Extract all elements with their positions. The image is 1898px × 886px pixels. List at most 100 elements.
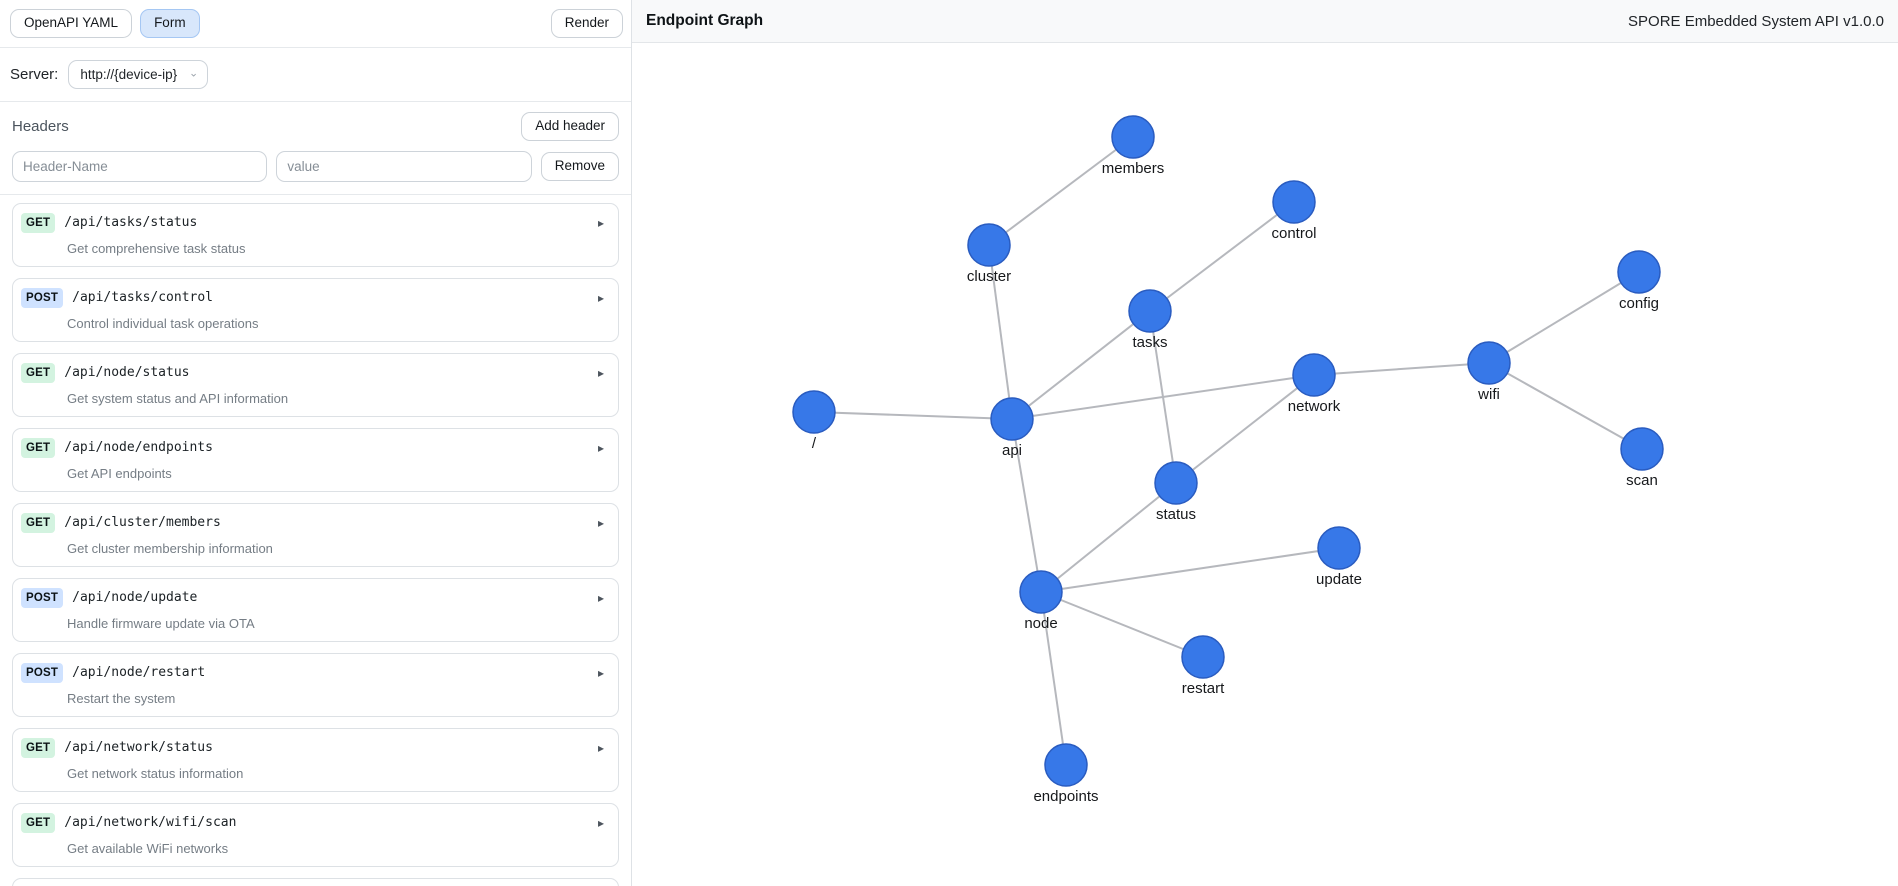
node-circle[interactable] bbox=[1111, 115, 1155, 159]
graph-node-cluster[interactable]: cluster bbox=[967, 223, 1011, 285]
method-badge: GET bbox=[21, 737, 56, 758]
graph-edge-wifi-scan bbox=[1488, 362, 1643, 450]
endpoint-row[interactable]: GET/api/network/wifi/scan▸Get available … bbox=[12, 802, 619, 867]
expand-arrow-icon[interactable]: ▸ bbox=[597, 515, 604, 530]
endpoint-path: /api/node/status bbox=[64, 365, 190, 381]
graph-edge-members-cluster bbox=[988, 136, 1134, 246]
graph-edge-network-status bbox=[1175, 374, 1315, 484]
expand-arrow-icon[interactable]: ▸ bbox=[597, 590, 604, 605]
graph-edge-api-network bbox=[1011, 374, 1315, 420]
endpoint-path: /api/cluster/members bbox=[64, 515, 221, 531]
method-badge: GET bbox=[21, 362, 56, 383]
graph-node-slash[interactable]: / bbox=[792, 390, 836, 452]
endpoint-row-header: GET/api/node/status ▸ bbox=[21, 362, 608, 383]
node-circle[interactable] bbox=[1044, 743, 1088, 787]
node-label: node bbox=[1024, 615, 1057, 632]
server-select-value: http://{device-ip} bbox=[80, 66, 178, 82]
node-circle[interactable] bbox=[967, 223, 1011, 267]
endpoint-row-header: POST/api/node/update▸ bbox=[21, 587, 608, 608]
form-tab-button[interactable]: Form bbox=[140, 9, 200, 38]
node-circle[interactable] bbox=[1272, 180, 1316, 224]
openapi-yaml-tab-button[interactable]: OpenAPI YAML bbox=[10, 9, 133, 38]
endpoint-description: Get comprehensive task status bbox=[67, 240, 246, 256]
node-label: members bbox=[1102, 160, 1165, 177]
endpoint-row[interactable]: GET/api/node/status▸Get system status an… bbox=[12, 352, 619, 417]
node-label: api bbox=[1002, 442, 1022, 459]
node-label: update bbox=[1316, 571, 1362, 588]
endpoint-graph-panel: Endpoint Graph SPORE Embedded System API… bbox=[632, 0, 1898, 886]
expand-arrow-icon[interactable]: ▸ bbox=[597, 815, 604, 830]
chevron-down-icon: ⌄ bbox=[188, 67, 199, 80]
render-button[interactable]: Render bbox=[550, 9, 623, 38]
expand-arrow-icon[interactable]: ▸ bbox=[597, 290, 604, 305]
graph-node-network[interactable]: network bbox=[1288, 353, 1341, 415]
graph-node-restart[interactable]: restart bbox=[1181, 635, 1225, 697]
endpoint-path: /api/tasks/status bbox=[64, 215, 198, 231]
endpoint-description: Handle firmware update via OTA bbox=[67, 615, 255, 631]
node-label: restart bbox=[1182, 680, 1225, 697]
endpoint-row-header: GET/api/node/endpoints▸ bbox=[21, 437, 608, 458]
node-circle[interactable] bbox=[1154, 461, 1198, 505]
expand-arrow-icon[interactable]: ▸ bbox=[597, 365, 604, 380]
server-select[interactable]: http://{device-ip} ⌄ bbox=[68, 59, 209, 89]
graph-node-update[interactable]: update bbox=[1316, 526, 1362, 588]
node-label: / bbox=[812, 435, 817, 452]
add-header-button[interactable]: Add header bbox=[521, 111, 619, 141]
method-badge: GET bbox=[21, 437, 56, 458]
node-circle[interactable] bbox=[1019, 570, 1063, 614]
graph-node-wifi[interactable]: wifi bbox=[1467, 341, 1511, 403]
node-circle[interactable] bbox=[1317, 526, 1361, 570]
graph-canvas[interactable]: members control cluster config tasks network w… bbox=[632, 43, 1898, 886]
endpoint-row[interactable]: GET/api/cluster/members▸Get cluster memb… bbox=[12, 502, 619, 567]
header-value-input[interactable] bbox=[276, 150, 532, 182]
graph-node-status[interactable]: status bbox=[1154, 461, 1198, 523]
header-name-input[interactable] bbox=[12, 150, 268, 182]
endpoint-row[interactable]: POST/api/node/update▸Handle firmware upd… bbox=[12, 577, 619, 642]
endpoint-row[interactable]: POST/api/network/wifi/scan▸Trigger WiFi … bbox=[12, 877, 619, 886]
graph-node-api[interactable]: api bbox=[990, 397, 1034, 459]
endpoint-row[interactable]: POST/api/node/restart▸Restart the system bbox=[12, 652, 619, 717]
node-label: status bbox=[1156, 506, 1196, 523]
graph-node-members[interactable]: members bbox=[1102, 115, 1165, 177]
graph-node-config[interactable]: config bbox=[1617, 250, 1661, 312]
graph-edge-network-wifi bbox=[1313, 362, 1490, 376]
endpoint-row[interactable]: GET/api/tasks/status▸Get comprehensive t… bbox=[12, 202, 619, 267]
node-circle[interactable] bbox=[1467, 341, 1511, 385]
endpoint-path: /api/tasks/control bbox=[72, 290, 214, 306]
node-circle[interactable] bbox=[792, 390, 836, 434]
graph-node-scan[interactable]: scan bbox=[1620, 427, 1664, 489]
node-circle[interactable] bbox=[1620, 427, 1664, 471]
endpoint-path: /api/network/status bbox=[64, 740, 213, 756]
graph-node-node[interactable]: node bbox=[1019, 570, 1063, 632]
graph-edge-cluster-api bbox=[988, 244, 1013, 420]
expand-arrow-icon[interactable]: ▸ bbox=[597, 665, 604, 680]
node-label: tasks bbox=[1132, 334, 1167, 351]
node-circle[interactable] bbox=[1128, 289, 1172, 333]
graph-edge-node-update bbox=[1040, 547, 1340, 593]
expand-arrow-icon[interactable]: ▸ bbox=[597, 215, 604, 230]
endpoint-path: /api/node/update bbox=[72, 590, 198, 606]
graph-edge-node-endpoints bbox=[1040, 591, 1067, 766]
graph-node-control[interactable]: control bbox=[1271, 180, 1317, 242]
graph-edge-node-status bbox=[1040, 482, 1177, 593]
method-badge: POST bbox=[21, 287, 64, 308]
node-circle[interactable] bbox=[1292, 353, 1336, 397]
remove-header-button[interactable]: Remove bbox=[540, 151, 619, 181]
expand-arrow-icon[interactable]: ▸ bbox=[597, 440, 604, 455]
endpoint-row[interactable]: GET/api/network/status ▸ Get network statu… bbox=[12, 727, 619, 792]
graph-edge-wifi-config bbox=[1488, 271, 1640, 364]
endpoint-description: Get network status information bbox=[67, 765, 244, 781]
headers-title: Headers bbox=[12, 117, 69, 135]
endpoint-row[interactable]: POST/api/tasks/control▸Control individua… bbox=[12, 277, 619, 342]
node-circle[interactable] bbox=[1617, 250, 1661, 294]
expand-arrow-icon[interactable]: ▸ bbox=[597, 740, 604, 755]
node-circle[interactable] bbox=[990, 397, 1034, 441]
api-version-title: SPORE Embedded System API v1.0.0 bbox=[1628, 12, 1884, 30]
graph-node-tasks[interactable]: tasks bbox=[1128, 289, 1172, 351]
graph-node-endpoints[interactable]: endpoints bbox=[1033, 743, 1099, 805]
endpoint-row[interactable]: GET/api/node/endpoints▸Get API endpoints bbox=[12, 427, 619, 492]
node-circle[interactable] bbox=[1181, 635, 1225, 679]
headers-title-row: Headers Add header bbox=[12, 111, 619, 141]
method-badge: POST bbox=[21, 662, 64, 683]
node-label: network bbox=[1288, 398, 1341, 415]
